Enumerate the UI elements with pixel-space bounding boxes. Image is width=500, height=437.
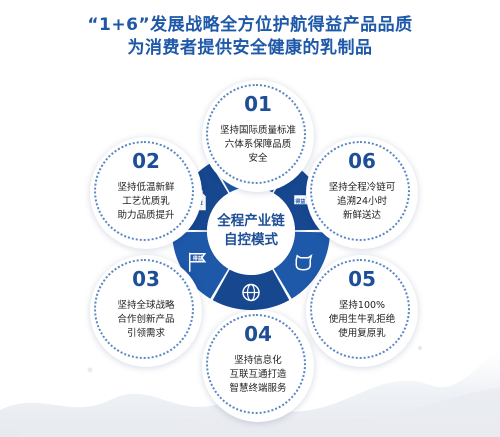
node-04: 04 坚持信息化互联互通打造智慧终端服务 [202, 310, 314, 422]
heading-line-2: 为消费者提供安全健康的乳制品 [127, 38, 373, 58]
node-description: 坚持全程冷链可追溯24小时新鲜送达 [328, 182, 396, 221]
node-ring [94, 141, 194, 241]
node-03: 03 坚持全球战略合作创新产品引领需求 [90, 255, 202, 367]
ring-segment [273, 231, 330, 299]
node-number: 03 [132, 267, 160, 291]
node-description: 坚持100%使用生牛乳拒绝使用复原乳 [328, 300, 396, 339]
center-label: 全程产业链 自控模式 [206, 212, 296, 250]
center-label-line-1: 全程产业链 [217, 213, 285, 229]
node-ring [310, 141, 410, 241]
node-description: 坚持国际质量标准六体系保障品质安全 [219, 125, 296, 164]
node-01: 01 坚持国际质量标准六体系保障品质安全 [202, 80, 314, 192]
node-description: 坚持信息化互联互通打造智慧终端服务 [229, 355, 287, 394]
node-02: 02 坚持低温新鲜工艺优质乳助力品质提升 [90, 137, 202, 249]
heading-line-1: “1+6”发展战略全方位护航得益产品品质 [87, 15, 413, 35]
icon-label: 得益 [294, 198, 305, 205]
node-number: 04 [244, 322, 272, 346]
center-label-line-2: 自控模式 [224, 232, 278, 248]
cow-icon [295, 254, 313, 271]
node-ring [206, 84, 306, 184]
node-number: 06 [348, 149, 376, 173]
ring-segment [212, 269, 290, 310]
flag-icon: 得益 [188, 252, 207, 272]
node-description: 坚持低温新鲜工艺优质乳助力品质提升 [117, 182, 175, 221]
node-ring [94, 259, 194, 359]
node-06: 06 坚持全程冷链可追溯24小时新鲜送达 [306, 137, 418, 249]
ring-segment [172, 231, 229, 299]
node-ring [206, 314, 306, 414]
node-ring [310, 259, 410, 359]
center-disc [207, 187, 295, 275]
node-number: 01 [244, 92, 272, 116]
node-number: 02 [132, 149, 160, 173]
icon-label: 得益 [192, 255, 203, 262]
node-description: 坚持全球战略合作创新产品引领需求 [117, 300, 175, 339]
node-05: 05 坚持100%使用生牛乳拒绝使用复原乳 [306, 255, 418, 367]
node-number: 05 [348, 267, 376, 291]
globe-icon [242, 283, 260, 302]
